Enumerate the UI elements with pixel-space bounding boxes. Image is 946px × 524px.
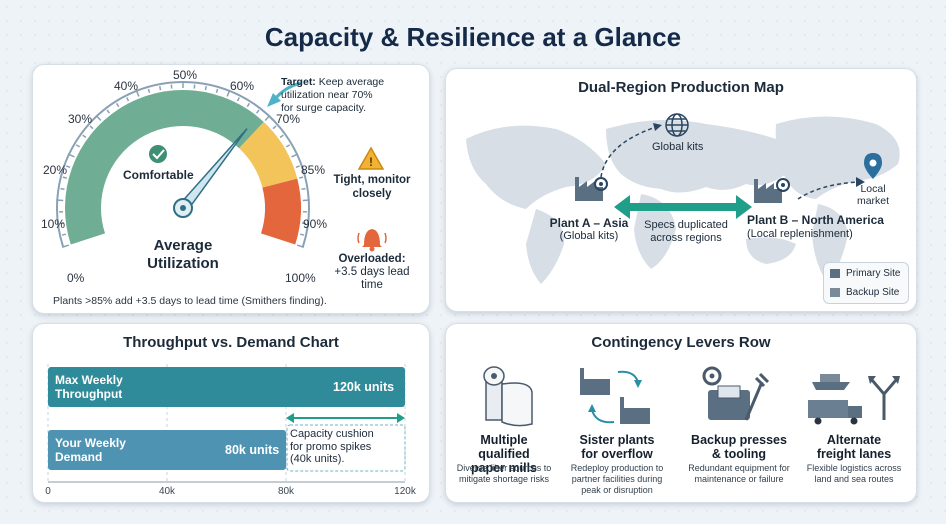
plant-b-label: Plant B – North America (Local replenish… bbox=[747, 213, 884, 240]
gauge-tick-90: 90% bbox=[303, 217, 328, 231]
gauge-zone-overloaded bbox=[260, 178, 301, 245]
primary-site-icon bbox=[830, 269, 840, 278]
utilization-gauge: ! bbox=[56, 81, 387, 252]
gauge-tick-50: 50% bbox=[173, 68, 198, 82]
tight-note: Tight, monitor closely bbox=[333, 174, 411, 200]
alarm-bell-icon bbox=[357, 229, 387, 252]
average-utilization-label: Average Utilization bbox=[147, 237, 219, 272]
comfortable-label: Comfortable bbox=[123, 168, 194, 182]
map-panel: Dual-Region Production Map bbox=[445, 68, 917, 312]
capacity-cushion-note: Capacity cushion for promo spikes (40k u… bbox=[290, 428, 374, 465]
paper-roll-icon bbox=[483, 366, 533, 427]
gauge-tick-0: 0% bbox=[67, 271, 85, 285]
gauge-tick-85: 85% bbox=[301, 163, 326, 177]
factory-b-icon bbox=[754, 178, 790, 203]
page-title: Capacity & Resilience at a Glance bbox=[264, 22, 682, 52]
gauge-zone-comfortable bbox=[64, 89, 264, 245]
bar1-label: Max Weekly Throughput bbox=[55, 373, 123, 401]
printing-press-icon bbox=[702, 366, 770, 421]
map-title: Dual-Region Production Map bbox=[578, 79, 784, 96]
gauge-tick-30: 30% bbox=[68, 112, 93, 126]
backup-site-icon bbox=[830, 288, 840, 297]
gauge-tick-100: 100% bbox=[285, 271, 316, 285]
warning-icon: ! bbox=[357, 146, 385, 170]
bar1-value: 120k units bbox=[333, 380, 395, 394]
gauge-tick-10: 10% bbox=[41, 217, 66, 231]
target-note: Target: Keep average utilization near 70… bbox=[281, 76, 385, 114]
chart-axis-label: 40k bbox=[158, 486, 176, 497]
freight-lanes-icon bbox=[808, 374, 900, 425]
gauge-zone-tight bbox=[239, 121, 298, 188]
plant-a-label: Plant A – Asia (Global kits) bbox=[549, 216, 629, 243]
chart-bar-2 bbox=[48, 430, 286, 470]
gauge-needle bbox=[173, 128, 248, 218]
specs-duplicated-label: Specs duplicated across regions bbox=[644, 219, 728, 244]
chart-axis-label: 0 bbox=[45, 486, 51, 497]
chart-title: Throughput vs. Demand Chart bbox=[123, 334, 339, 351]
gauge-footnote: Plants >85% add +3.5 days to lead time (… bbox=[53, 295, 327, 307]
gauge-panel: ! 0% 10% 20% 30% 40% 50% 60% 70% 85% 90%… bbox=[32, 64, 430, 314]
location-pin-icon bbox=[864, 153, 882, 179]
target-arrow-icon bbox=[267, 81, 302, 107]
legend-primary-site: Primary Site bbox=[846, 268, 901, 279]
chart-axis-label: 120k bbox=[394, 486, 416, 497]
levers-title: Contingency Levers Row bbox=[591, 334, 771, 351]
legend-backup-site: Backup Site bbox=[846, 287, 900, 298]
factory-a-icon bbox=[575, 177, 608, 201]
bar2-value: 80k units bbox=[225, 443, 280, 457]
overloaded-note: Overloaded: +3.5 days lead time bbox=[334, 253, 410, 291]
svg-text:!: ! bbox=[369, 155, 373, 169]
gauge-tick-40: 40% bbox=[114, 79, 139, 93]
map-legend: Primary Site Backup Site bbox=[823, 262, 909, 304]
lever-3-title: Backup presses& tooling bbox=[691, 433, 787, 461]
levers-panel: Contingency Levers Row bbox=[445, 323, 917, 503]
chart-axis-label: 80k bbox=[277, 486, 295, 497]
gauge-tick-70: 70% bbox=[276, 112, 301, 126]
chart-bar-1 bbox=[48, 367, 405, 407]
cushion-arrowhead bbox=[286, 413, 294, 423]
gauge-tick-60: 60% bbox=[230, 79, 255, 93]
cushion-box bbox=[286, 424, 406, 472]
globe-icon bbox=[665, 113, 689, 137]
cushion-arrowhead bbox=[397, 413, 405, 423]
local-market-label: Local market bbox=[856, 183, 890, 207]
check-icon bbox=[149, 145, 167, 163]
sister-plants-icon bbox=[580, 368, 650, 424]
lever-icons bbox=[483, 366, 900, 427]
specs-double-arrow bbox=[614, 195, 752, 219]
gauge-tick-20: 20% bbox=[43, 163, 68, 177]
bar2-label: Your Weekly Demand bbox=[55, 436, 126, 464]
global-kits-label: Global kits bbox=[652, 141, 704, 153]
throughput-chart bbox=[47, 364, 406, 483]
chart-panel: Throughput vs. Demand Chart Max Weekly T… bbox=[32, 323, 430, 503]
world-map bbox=[466, 113, 900, 284]
